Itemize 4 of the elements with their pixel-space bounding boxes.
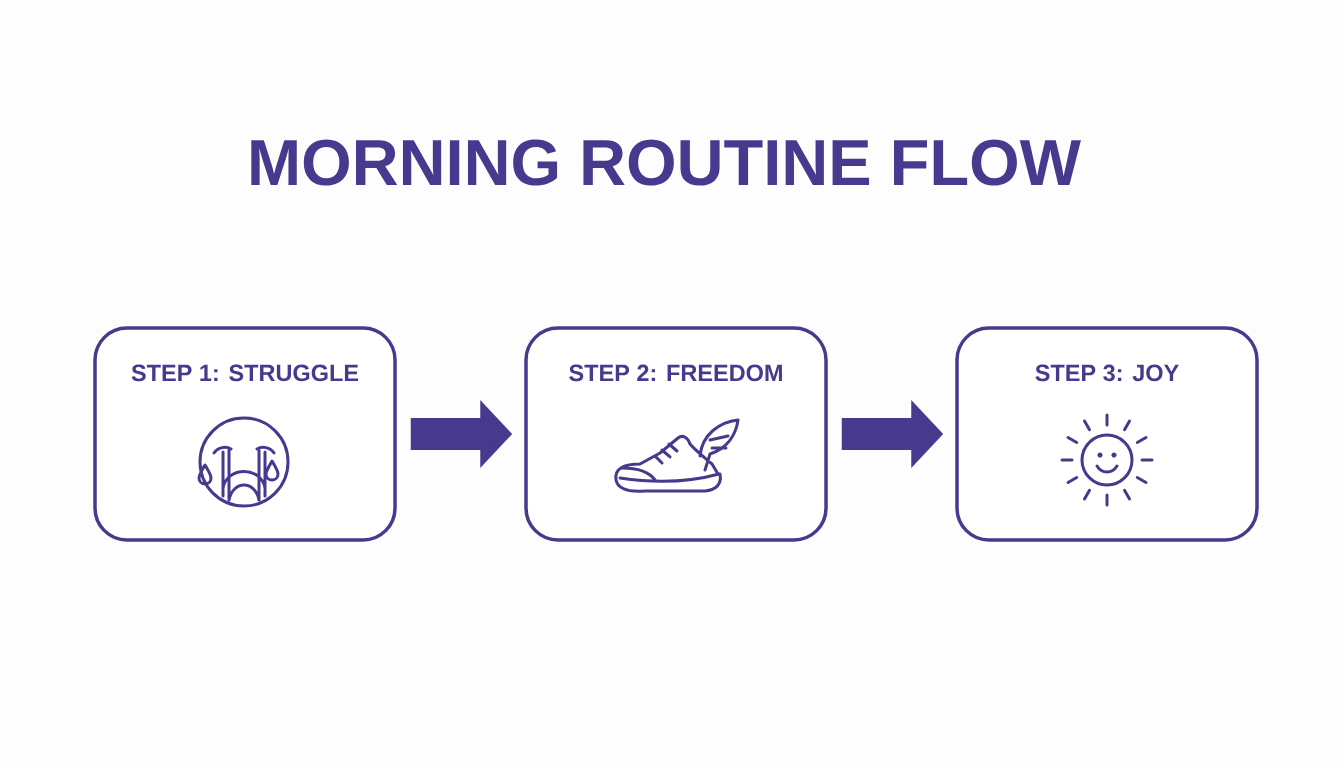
- step-box: STEP 3: JOY: [955, 326, 1259, 542]
- step-box: STEP 1: STRUGGLE: [93, 326, 397, 542]
- step-box: STEP 2: FREEDOM: [524, 326, 828, 542]
- title: MORNING ROUTINE FLOW: [251, 139, 1081, 186]
